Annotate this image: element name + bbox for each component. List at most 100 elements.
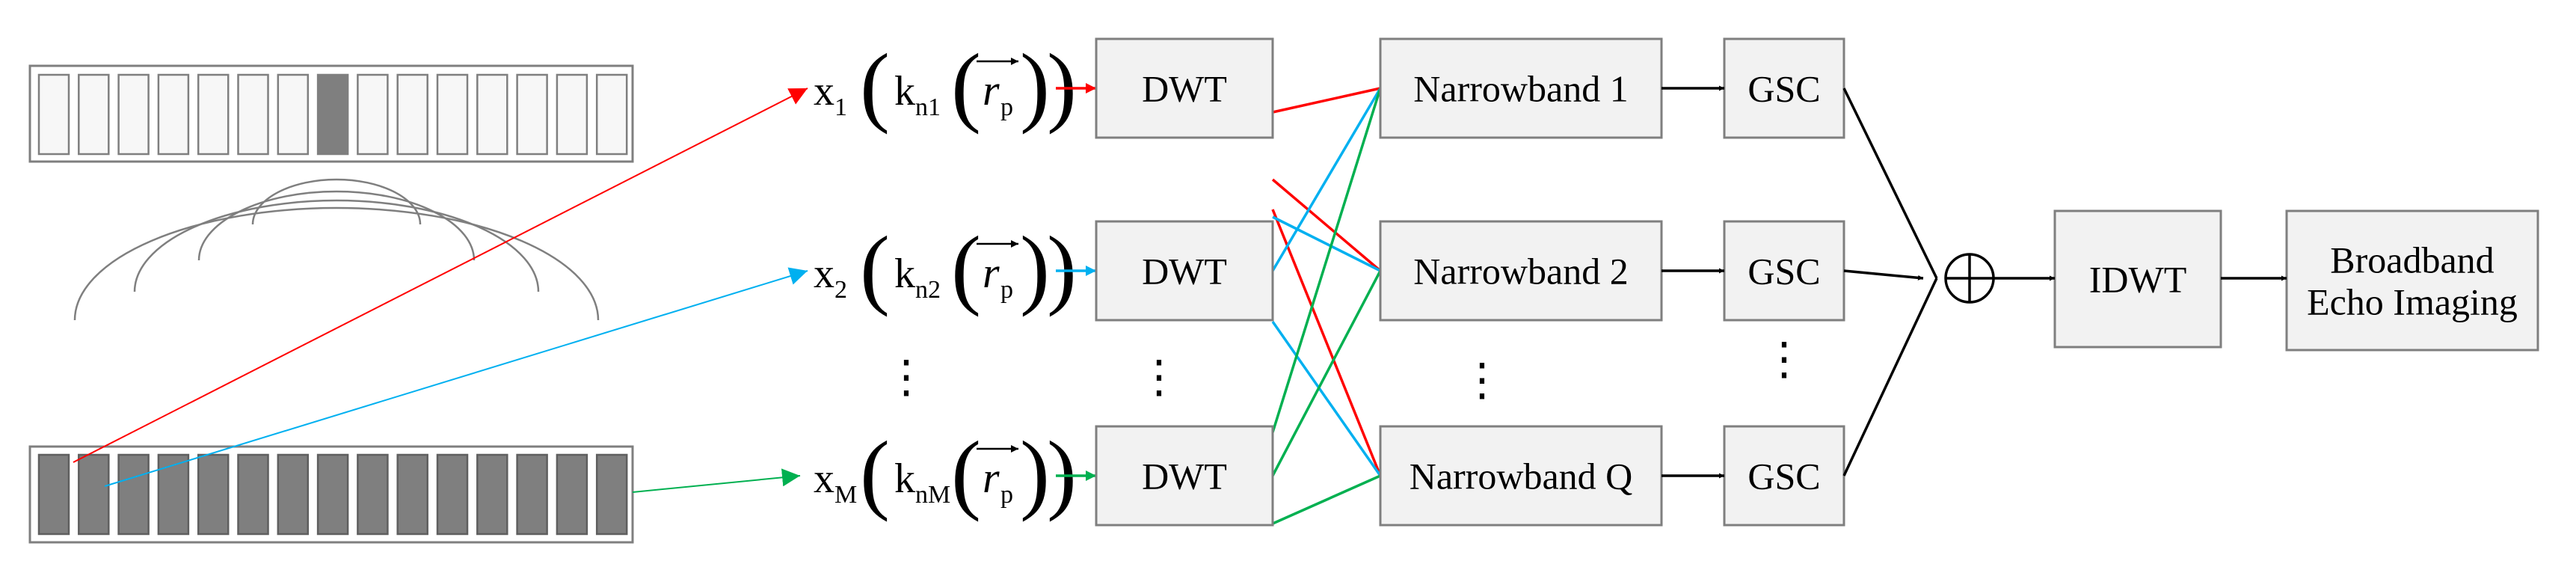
narrowband-box-rect xyxy=(1379,425,1663,527)
top-array-element xyxy=(78,73,110,156)
paren-open-inner: ( xyxy=(951,218,981,317)
idwt-box: IDWT xyxy=(2053,209,2222,349)
dwt-box: DWT xyxy=(1095,220,1274,322)
bottom-array-element xyxy=(197,453,230,536)
ray-red xyxy=(73,88,808,463)
signal-k-subscript: n2 xyxy=(915,276,941,304)
processing-blocks: DWT DWT DWT Narrowband 1 Narrowband 2 Narrowb… xyxy=(1095,37,2539,527)
signal-r-subscript: p xyxy=(1000,276,1013,304)
dwt-box-rect xyxy=(1095,220,1274,322)
bottom-array-element xyxy=(357,453,389,536)
top-transducer-array xyxy=(28,64,634,163)
top-array-element xyxy=(476,73,508,156)
bottom-array-element xyxy=(396,453,428,536)
dwt-to-narrowband-line xyxy=(1271,270,1382,476)
top-array-element xyxy=(595,73,628,156)
narrowband-box: Narrowband 2 xyxy=(1379,220,1663,322)
paren-close-outer: ) xyxy=(1047,423,1077,522)
dwt-box-label: DWT xyxy=(1142,251,1227,292)
paren-open-outer: ( xyxy=(860,423,890,522)
top-array-element xyxy=(436,73,469,156)
signal-k: k xyxy=(894,251,915,297)
gsc-box: GSC xyxy=(1723,220,1845,322)
gsc-to-sum-line xyxy=(1842,278,1938,476)
bottom-array-element xyxy=(277,453,310,536)
narrowband-box-label: Narrowband Q xyxy=(1410,456,1633,497)
top-array-element xyxy=(277,73,310,156)
gsc-box-label: GSC xyxy=(1747,251,1820,292)
top-array-element xyxy=(357,73,389,156)
paren-close-inner: ) xyxy=(1020,35,1050,135)
signal-x: x xyxy=(814,68,834,114)
dwt-to-narrowband-line xyxy=(1271,209,1382,476)
signal-r: r xyxy=(983,248,1000,297)
dwt-to-narrowband-line xyxy=(1272,87,1381,114)
paren-open-inner: ( xyxy=(951,423,981,522)
signal-r-subscript: p xyxy=(1000,481,1013,509)
top-array-element xyxy=(396,73,428,156)
top-array-element-active xyxy=(316,73,349,156)
gsc-box: GSC xyxy=(1723,37,1845,139)
dwt-to-narrowband-line xyxy=(1271,178,1382,272)
bottom-array-element xyxy=(516,453,548,536)
bottom-array-element xyxy=(556,453,588,536)
dwt-box-label: DWT xyxy=(1142,456,1227,497)
gsc-to-sum-line xyxy=(1842,88,1938,279)
paren-close-outer: ) xyxy=(1047,218,1077,317)
ellipsis-signals: ⋮ xyxy=(884,352,929,402)
bottom-array-element xyxy=(157,453,190,536)
echo-wave-arcs xyxy=(73,178,600,321)
top-array-element xyxy=(157,73,190,156)
narrowband-box-rect xyxy=(1379,220,1663,322)
narrowband-box-rect xyxy=(1379,37,1663,139)
gsc-box: GSC xyxy=(1723,425,1845,527)
bottom-array-element xyxy=(436,453,469,536)
paren-open-outer: ( xyxy=(860,35,890,135)
paren-close-outer: ) xyxy=(1047,35,1077,135)
dwt-to-narrowband-line xyxy=(1271,88,1382,433)
paren-close-inner: ) xyxy=(1020,218,1050,317)
top-array-element xyxy=(117,73,150,156)
signal-x-subscript: 1 xyxy=(834,94,847,121)
dwt-to-narrowband-line xyxy=(1272,215,1381,272)
bottom-array-element xyxy=(37,453,70,536)
ellipsis-narrowband: ⋮ xyxy=(1460,355,1504,405)
ray-blue xyxy=(104,267,808,487)
gsc-to-sum-line xyxy=(1843,269,1924,281)
bottom-array-element xyxy=(316,453,349,536)
signal-rays xyxy=(73,88,808,493)
signal-r-subscript: p xyxy=(1000,94,1013,121)
dwt-to-narrowband-line xyxy=(1272,474,1381,525)
output-box-label: Echo Imaging xyxy=(2307,281,2518,323)
ellipsis-dwt: ⋮ xyxy=(1137,352,1181,402)
signal-x: x xyxy=(814,251,834,297)
bottom-array-element xyxy=(117,453,150,536)
paren-open-outer: ( xyxy=(860,218,890,317)
top-array-element xyxy=(556,73,588,156)
dwt-box-label: DWT xyxy=(1142,68,1227,110)
summation-node xyxy=(1944,253,1995,304)
signal-to-dwt-arrows xyxy=(1056,83,1096,481)
bottom-array-element xyxy=(595,453,628,536)
dwt-box: DWT xyxy=(1095,37,1274,139)
signal-x-subscript: 2 xyxy=(834,276,847,304)
signal-x: x xyxy=(814,456,834,502)
narrowband-box: Narrowband 1 xyxy=(1379,37,1663,139)
dwt-narrowband-connections xyxy=(1271,87,1382,525)
black-connectors xyxy=(1662,85,2287,479)
narrowband-box-label: Narrowband 2 xyxy=(1413,251,1628,292)
narrowband-box-label: Narrowband 1 xyxy=(1413,68,1628,110)
signal-k-subscript: nM xyxy=(915,481,950,509)
top-array-element xyxy=(237,73,269,156)
narrowband-box: Narrowband Q xyxy=(1379,425,1663,527)
dwt-to-narrowband-line xyxy=(1271,88,1382,272)
gsc-box-label: GSC xyxy=(1747,456,1820,497)
ellipsis-gsc: ⋮ xyxy=(1762,334,1807,384)
signal-k: k xyxy=(894,68,915,114)
